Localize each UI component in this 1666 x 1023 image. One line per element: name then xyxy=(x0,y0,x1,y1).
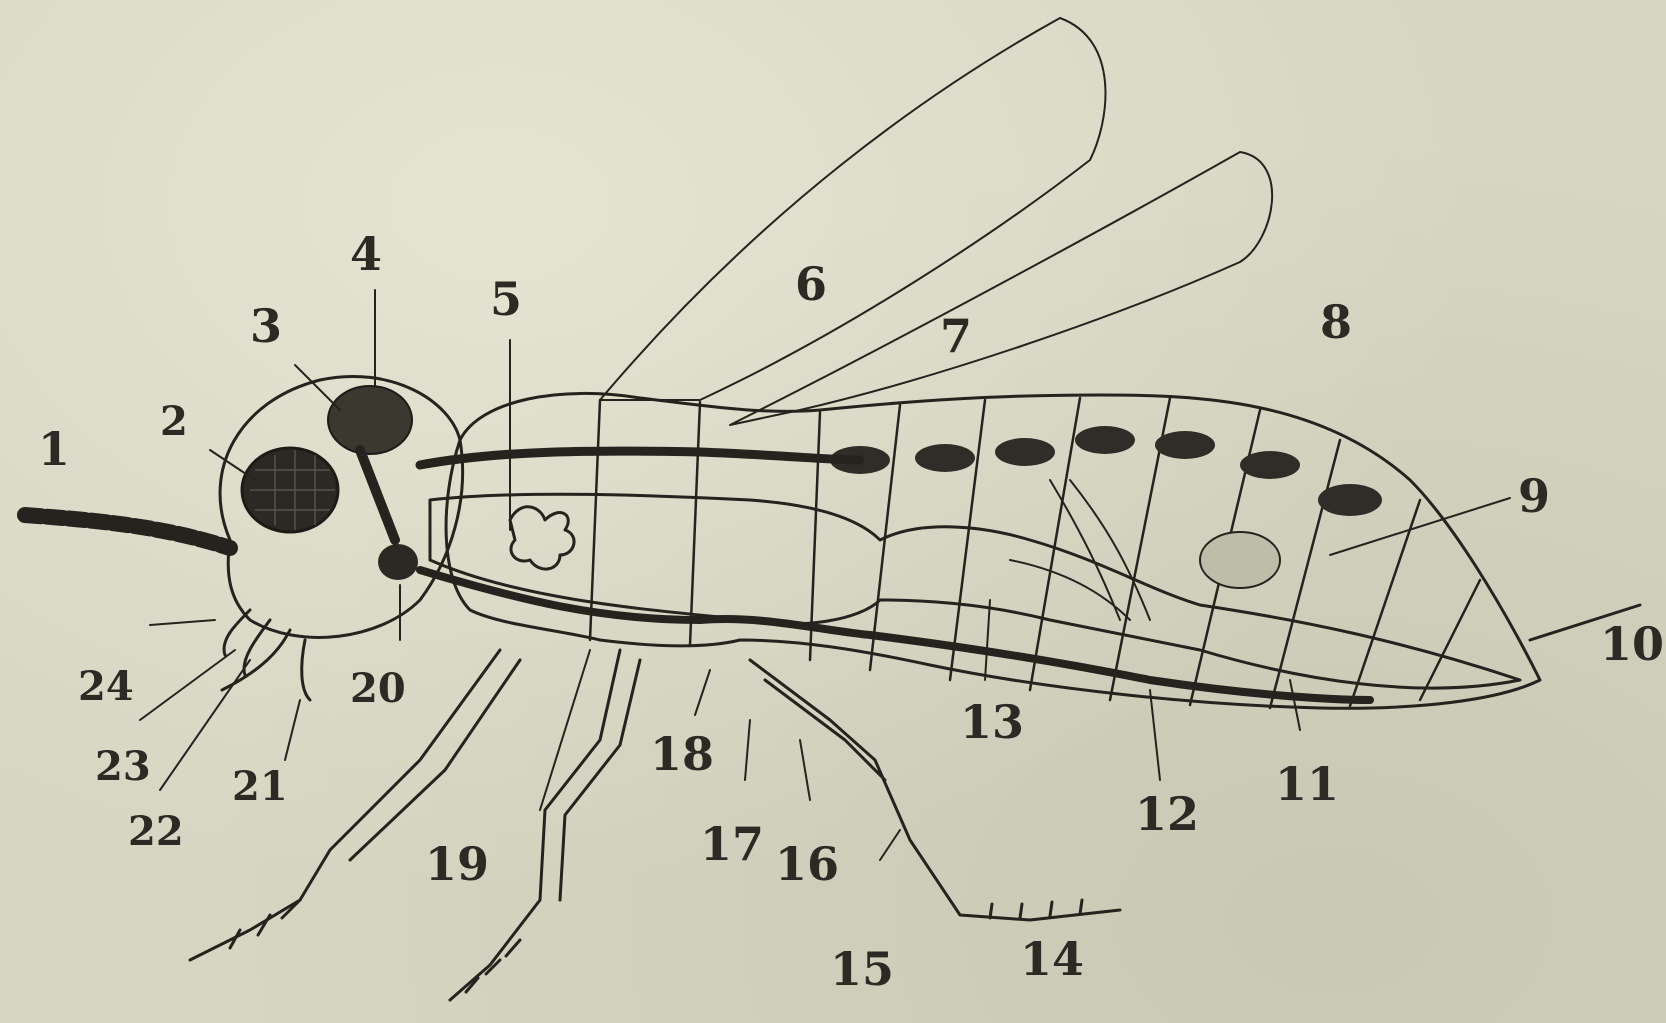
label-5: 5 xyxy=(490,272,522,326)
label-7: 7 xyxy=(940,309,972,363)
label-10: 10 xyxy=(1600,617,1664,671)
label-3: 3 xyxy=(250,299,282,353)
tergites xyxy=(830,426,1382,516)
label-18: 18 xyxy=(650,727,714,781)
subesophageal-ganglion xyxy=(378,544,418,580)
label-21: 21 xyxy=(232,763,288,810)
salivary-gland xyxy=(510,507,574,569)
label-17: 17 xyxy=(700,817,764,871)
label-16: 16 xyxy=(775,837,839,891)
ventral-nerve-cord xyxy=(420,570,1370,700)
label-11: 11 xyxy=(1275,757,1339,811)
label-14: 14 xyxy=(1020,932,1084,986)
label-6: 6 xyxy=(795,257,827,311)
label-2: 2 xyxy=(160,398,188,445)
labels: 1 2 3 4 5 6 7 8 9 10 11 12 13 14 15 16 1… xyxy=(38,227,1664,996)
label-13: 13 xyxy=(960,695,1024,749)
label-20: 20 xyxy=(350,665,406,712)
wings xyxy=(600,18,1272,425)
label-15: 15 xyxy=(830,942,894,996)
label-19: 19 xyxy=(425,837,489,891)
ovary xyxy=(1200,532,1280,588)
label-24: 24 xyxy=(78,663,134,710)
body xyxy=(420,393,1640,708)
digestive-tract xyxy=(430,494,1520,688)
dorsal-vessel xyxy=(420,451,860,465)
label-23: 23 xyxy=(95,743,151,790)
head xyxy=(220,376,463,700)
antenna xyxy=(25,515,230,548)
label-22: 22 xyxy=(128,808,184,855)
label-8: 8 xyxy=(1320,295,1352,349)
brain xyxy=(328,386,412,454)
label-1: 1 xyxy=(38,422,70,476)
middle-leg xyxy=(450,650,620,1000)
label-12: 12 xyxy=(1135,787,1199,841)
label-4: 4 xyxy=(350,227,382,281)
body-outline xyxy=(446,393,1540,708)
label-9: 9 xyxy=(1518,469,1550,523)
